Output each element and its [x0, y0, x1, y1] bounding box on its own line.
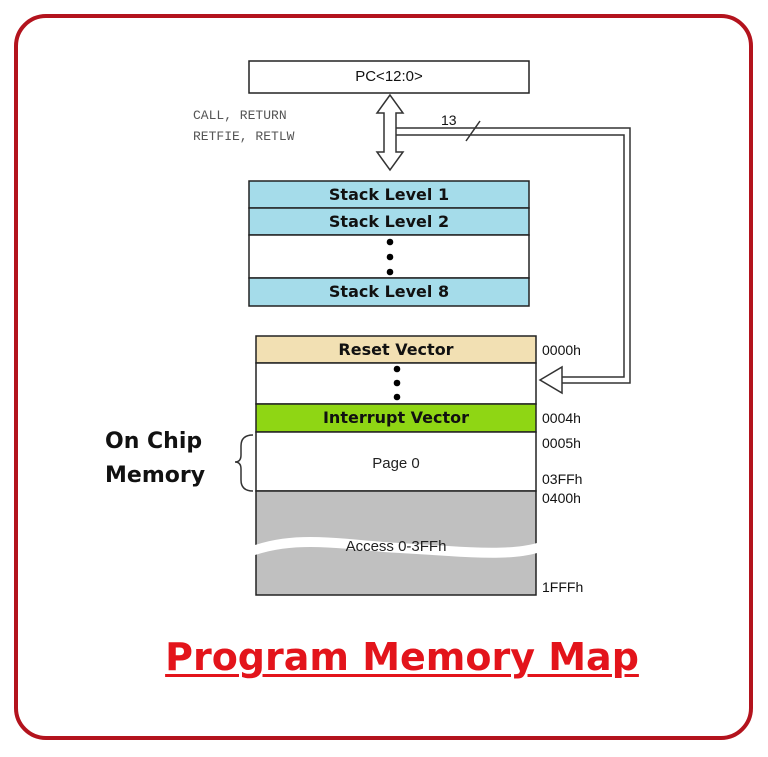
stack-level-1-label: Stack Level 1 [328, 185, 450, 204]
access-label: Access 0-3FFh [345, 538, 447, 555]
address-1fffh: 1FFFh [542, 579, 584, 595]
interrupt-vector-label: Interrupt Vector [322, 408, 470, 427]
reset-vector-box [255, 335, 537, 364]
bus-width-label: 13 [441, 112, 457, 128]
bus-slash-mark [465, 120, 481, 142]
address-0004h: 0004h [542, 410, 581, 426]
stack-level-8-label: Stack Level 8 [328, 282, 450, 301]
double-arrow-icon [375, 93, 405, 172]
address-0000h: 0000h [542, 342, 581, 358]
address-0400h: 0400h [542, 490, 581, 506]
diagram-title: Program Memory Map [165, 635, 639, 679]
vector-ellipsis [393, 365, 401, 401]
pc-register-box [248, 60, 530, 94]
stack-level-2-label: Stack Level 2 [328, 212, 450, 231]
pc-bus-path [396, 127, 631, 384]
instruction-label-retfie-retlw: RETFIE, RETLW [193, 129, 295, 144]
on-chip-label-line2: Memory [105, 463, 206, 488]
instruction-label-call-return: CALL, RETURN [193, 108, 287, 123]
on-chip-label-line1: On Chip [105, 429, 203, 454]
arrow-left-icon [538, 365, 563, 395]
stack-level-1-box [248, 180, 530, 209]
address-0005h: 0005h [542, 435, 581, 451]
pc-register-label: PC<12:0> [355, 68, 423, 85]
address-03ffh: 03FFh [542, 471, 583, 487]
stack-level-2-box [248, 207, 530, 236]
reset-vector-label: Reset Vector [338, 340, 454, 359]
interrupt-vector-box [255, 403, 537, 433]
stack-level-8-box [248, 277, 530, 307]
access-break-wave [255, 536, 537, 558]
page0-label: Page 0 [372, 455, 420, 472]
stack-ellipsis [386, 238, 394, 276]
curly-brace-icon [234, 434, 254, 492]
page0-box [255, 431, 537, 492]
